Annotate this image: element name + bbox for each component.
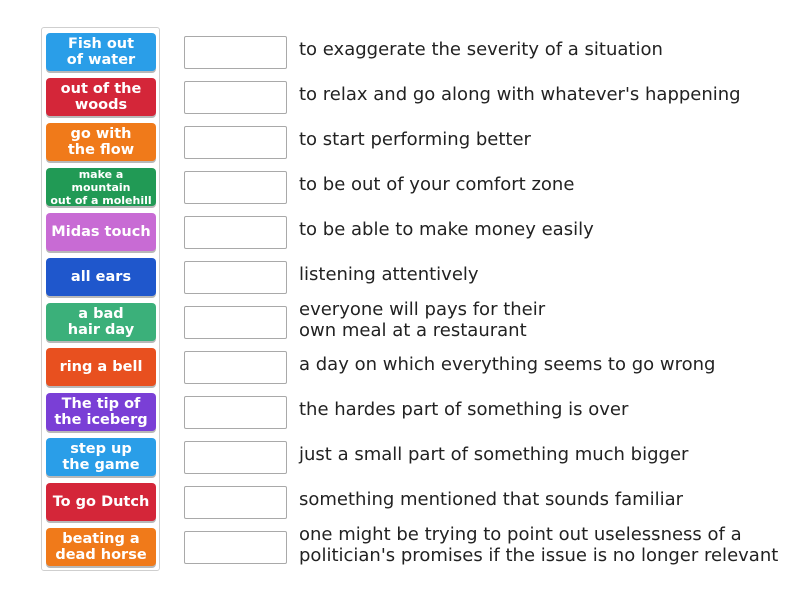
definition-text: just a small part of something much bigg… (299, 444, 689, 465)
definition-text: everyone will pays for their own meal at… (299, 299, 546, 341)
draggable-tile[interactable]: Midas touch (46, 213, 156, 251)
drop-slot[interactable] (184, 306, 287, 339)
tile-bank (41, 27, 160, 571)
drop-slot[interactable] (184, 81, 287, 114)
drop-slot[interactable] (184, 171, 287, 204)
definition-text: to relax and go along with whatever's ha… (299, 84, 741, 105)
definition-text: to exaggerate the severity of a situatio… (299, 39, 663, 60)
draggable-tile[interactable]: all ears (46, 258, 156, 296)
drop-slot[interactable] (184, 486, 287, 519)
definition-text: something mentioned that sounds familiar (299, 489, 684, 510)
definition-text: listening attentively (299, 264, 479, 285)
drop-slot[interactable] (184, 441, 287, 474)
drop-slot[interactable] (184, 36, 287, 69)
draggable-tile[interactable]: Fish out of water (46, 33, 156, 71)
draggable-tile[interactable]: a bad hair day (46, 303, 156, 341)
drop-slot[interactable] (184, 261, 287, 294)
draggable-tile[interactable]: beating a dead horse (46, 528, 156, 566)
drop-slot[interactable] (184, 396, 287, 429)
draggable-tile[interactable]: make a mountain out of a molehill (46, 168, 156, 207)
definition-text: to start performing better (299, 129, 531, 150)
definition-text: to be able to make money easily (299, 219, 594, 240)
draggable-tile[interactable]: ring a bell (46, 348, 156, 386)
draggable-tile[interactable]: step up the game (46, 438, 156, 476)
draggable-tile[interactable]: out of the woods (46, 78, 156, 116)
drop-slot[interactable] (184, 351, 287, 384)
definition-text: one might be trying to point out useless… (299, 524, 779, 566)
draggable-tile[interactable]: The tip of the iceberg (46, 393, 156, 431)
definition-text: a day on which everything seems to go wr… (299, 354, 716, 375)
draggable-tile[interactable]: To go Dutch (46, 483, 156, 521)
drop-slot[interactable] (184, 531, 287, 564)
drop-slot[interactable] (184, 126, 287, 159)
draggable-tile[interactable]: go with the flow (46, 123, 156, 161)
drop-slot[interactable] (184, 216, 287, 249)
definition-text: the hardes part of something is over (299, 399, 629, 420)
definition-text: to be out of your comfort zone (299, 174, 575, 195)
